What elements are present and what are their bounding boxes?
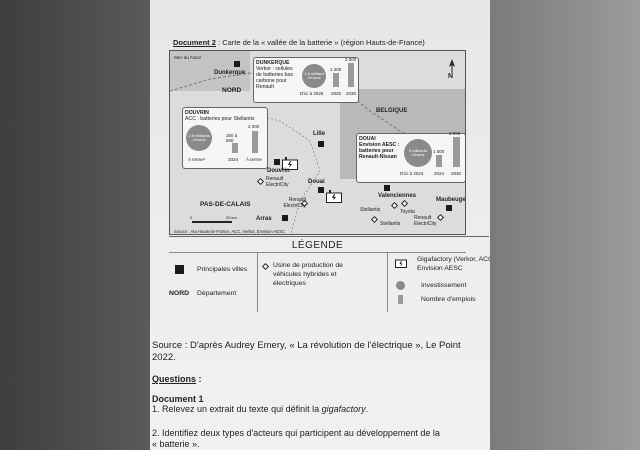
- question-1: 1. Relevez un extrait du texte qui défin…: [152, 404, 368, 414]
- city-marker-arras: [282, 215, 288, 221]
- q1-suffix: .: [365, 404, 369, 414]
- box-douai-bar2-value: 3 000: [449, 131, 461, 136]
- questions-heading: Questions :: [152, 374, 202, 384]
- city-marker-douai: [318, 187, 324, 193]
- legend-jobs-bar: [398, 295, 403, 304]
- legend-city-marker: [175, 265, 184, 274]
- city-marker-lille: [318, 141, 324, 147]
- city-dunkerque: Dunkerque: [214, 70, 246, 76]
- plant-renault-douvrin: Renault ElectriCity: [266, 176, 289, 188]
- sea-label: Mer du Nord: [174, 56, 201, 61]
- box-douvrin-label-3: À terme: [246, 157, 262, 162]
- plant-toyota: Toyota: [400, 209, 415, 215]
- jobs-bar-dunkerque-2025: [333, 73, 339, 87]
- box-dunkerque-bar1-value: 1 200: [330, 67, 342, 72]
- legend-nord-sample: NORD: [169, 290, 190, 297]
- source-line: Source : D'après Audrey Emery, « La révo…: [152, 340, 461, 351]
- city-lille: Lille: [313, 131, 326, 137]
- legend-departement: Département: [197, 290, 237, 297]
- box-dunkerque-label-3: 2030: [346, 91, 357, 96]
- north-arrow-label: N: [448, 73, 454, 80]
- document-1-heading: Document 1: [152, 394, 204, 404]
- jobs-bar-douvrin-terme: [252, 131, 258, 153]
- city-marker-douvrin: [274, 159, 280, 165]
- box-dunkerque-header: DUNKERQUE: [256, 60, 290, 66]
- box-douai-label-1: D'ici à 2024: [400, 171, 424, 176]
- q1-emphasis: gigafactory: [321, 404, 366, 414]
- box-dunkerque-desc: Verkor : cellules de batteries bas carbo…: [256, 66, 293, 90]
- paper-sheet: Document 2 : Carte de la « vallée de la …: [150, 0, 490, 450]
- questions-label: Questions: [152, 374, 197, 384]
- country-belgique: BELGIQUE: [376, 108, 408, 114]
- legend-investment-circle: [396, 281, 405, 290]
- jobs-bar-douai-2030: [453, 137, 460, 167]
- jobs-bar-douvrin-2024: [232, 143, 238, 153]
- gigafactory-douvrin-icon: [282, 157, 298, 170]
- sea-area: [170, 51, 250, 91]
- q1-prefix: 1. Relevez un extrait du texte qui défin…: [152, 404, 322, 414]
- city-maubeuge: Maubeuge: [436, 197, 466, 203]
- box-douai-label-2: 2024: [434, 171, 445, 176]
- legend-title: LÉGENDE: [291, 240, 344, 251]
- box-douvrin-bar2-value: 2 000: [248, 124, 260, 129]
- map-source: Source : Ata Hauts-de-France, ACC, Verko…: [174, 229, 286, 234]
- investment-circle-douai: 2 milliards d'euros: [404, 139, 432, 167]
- document-caption: : Carte de la « vallée de la batterie » …: [215, 38, 425, 47]
- gigafactory-douai-icon: [326, 190, 342, 203]
- department-pas-de-calais: PAS-DE-CALAIS: [200, 201, 251, 208]
- plant-stellantis-b: Stellantis: [380, 221, 401, 227]
- box-douvrin-label-2: 2024: [228, 157, 239, 162]
- questions-colon: :: [196, 374, 202, 384]
- document-title: Document 2 : Carte de la « vallée de la …: [173, 38, 425, 47]
- city-marker-maubeuge: [446, 205, 452, 211]
- question-2-line-2: « batterie ».: [152, 439, 200, 449]
- legend-investissement: Investissement: [421, 282, 467, 289]
- box-douai-desc: Envision AESC : batteries pour Renault-N…: [359, 142, 400, 160]
- scale-bar: [192, 221, 232, 223]
- background-right: [490, 0, 640, 450]
- box-douai-label-3: 2030: [451, 171, 462, 176]
- legend-emplois: Nombre d'emplois: [421, 296, 476, 303]
- question-2-line-1: 2. Identifiez deux types d'acteurs qui p…: [152, 428, 440, 438]
- box-douvrin-bar1-value: 350 à 500: [226, 133, 238, 143]
- city-douai: Douai: [308, 179, 325, 185]
- north-arrow-icon: [449, 59, 455, 73]
- jobs-bar-dunkerque-2030: [348, 63, 354, 87]
- plant-renault-douai: Renault ElectriCity: [283, 197, 306, 209]
- investment-circle-douvrin: 2,5 milliards d'euros: [186, 125, 212, 151]
- scale-label-20km: 20 km: [226, 215, 237, 220]
- legend-usine: Usine de production de véhicules hybride…: [273, 262, 343, 287]
- box-dunkerque-label-1: D'ici à 2025: [300, 91, 324, 96]
- city-valenciennes: Valenciennes: [378, 193, 417, 199]
- legend-gigafactory-icon: [395, 259, 407, 268]
- box-douvrin-desc: ACC : batteries pour Stellantis: [185, 116, 255, 122]
- jobs-bar-douai-2024: [436, 155, 442, 167]
- box-douai-bar1-value: 1 000: [433, 149, 445, 154]
- legend-gigafactory: Gigafactory (Verkor, ACC, Envision AESC: [417, 256, 490, 272]
- box-dunkerque-label-2: 2025: [331, 91, 342, 96]
- map: Mer du Nord N DUNKERQUE Verkor : cellule…: [169, 50, 466, 235]
- box-douvrin-header: DOUVRIN: [185, 110, 209, 116]
- document-number: Document 2: [173, 38, 216, 47]
- legend-plant-marker: [261, 262, 270, 271]
- scale-label-0: 0: [190, 215, 193, 220]
- plant-stellantis-a: Stellantis: [360, 207, 381, 213]
- city-arras: Arras: [256, 216, 272, 222]
- box-douvrin-label-1: À terme*: [188, 157, 206, 162]
- plant-renault-maubeuge: Renault ElectriCity: [414, 215, 437, 227]
- department-nord: NORD: [222, 87, 242, 94]
- legend-principales-villes: Principales villes: [197, 266, 248, 273]
- investment-circle-dunkerque: 1,6 milliard d'euros: [302, 64, 326, 88]
- city-marker-dunkerque: [234, 61, 240, 67]
- box-douai-header: DOUAI: [359, 136, 376, 142]
- source-year: 2022.: [152, 352, 176, 363]
- background-left: [0, 0, 150, 450]
- city-douvrin: Douvrin: [267, 168, 290, 174]
- legend: LÉGENDE Principales villes NORD Départem…: [169, 236, 490, 316]
- city-marker-valenciennes: [384, 185, 390, 191]
- box-dunkerque-bar2-value: 2 000: [345, 57, 357, 62]
